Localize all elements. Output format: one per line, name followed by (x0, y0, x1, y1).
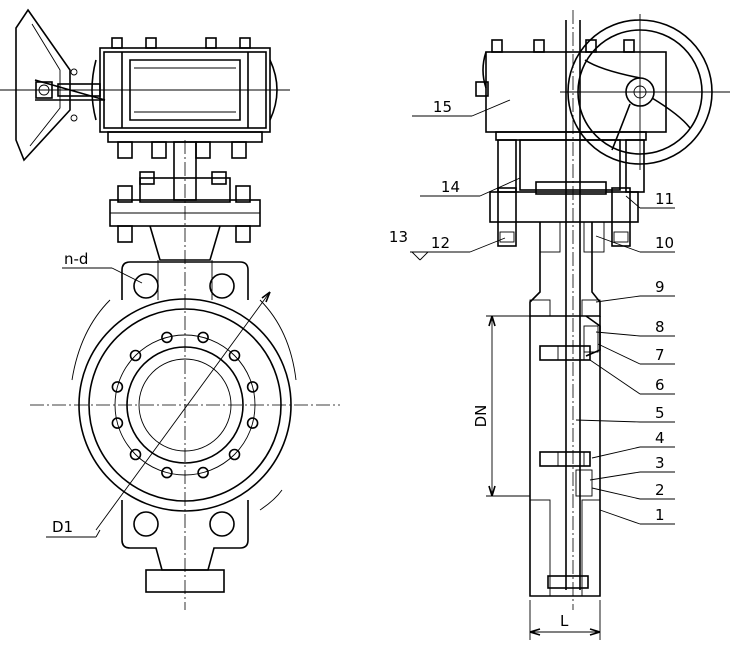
bolt-hole (246, 381, 259, 393)
bolt-hole (161, 466, 173, 479)
callout-15: 15 (433, 98, 452, 116)
callout-9: 9 (655, 278, 665, 296)
callout-leader (595, 295, 641, 303)
callout-12: 12 (431, 234, 450, 252)
side-bracket (489, 139, 645, 253)
callout-3: 3 (655, 454, 665, 472)
callout-leader (591, 446, 641, 459)
callout-13: 13 (389, 228, 408, 246)
callout-8: 8 (655, 318, 665, 336)
callout-leader (471, 99, 511, 117)
label-l: L (560, 612, 569, 630)
side-dimensions: DN L (472, 315, 601, 640)
side-handwheel (560, 14, 730, 170)
label-dn: DN (472, 405, 490, 428)
callout-leader (419, 251, 429, 261)
callout-leader (597, 343, 641, 365)
side-body (486, 222, 601, 597)
label-d1: D1 (52, 518, 73, 536)
bolt-hole (161, 331, 173, 344)
callout-7: 7 (655, 346, 665, 364)
callout-leader (411, 251, 421, 261)
callout-leader (595, 235, 641, 253)
callout-5: 5 (655, 404, 665, 422)
callout-leader (589, 359, 641, 395)
front-body (30, 140, 340, 610)
callout-leader (469, 237, 506, 253)
bolt-hole (228, 349, 241, 362)
bolt-hole (228, 448, 241, 461)
callout-10: 10 (655, 234, 674, 252)
bolt-hole (129, 349, 142, 362)
front-bracket (109, 141, 261, 300)
callout-leader (595, 331, 641, 337)
callout-11: 11 (655, 190, 674, 208)
callout-leader (625, 195, 641, 209)
callout-4: 4 (655, 429, 665, 447)
front-view: n-d D1 (0, 8, 340, 610)
callout-leader (479, 177, 521, 197)
front-annotations: n-d D1 (46, 250, 271, 538)
bolt-hole (246, 417, 259, 429)
bolt-hole (111, 381, 124, 393)
front-bolt-holes (111, 331, 259, 479)
callout-leader (589, 471, 641, 481)
front-gearbox-bolts (111, 37, 251, 159)
callout-1: 1 (655, 506, 665, 524)
bolt-hole (111, 417, 124, 429)
callout-6: 6 (655, 376, 665, 394)
label-n-d: n-d (64, 250, 88, 268)
callout-leader (599, 509, 641, 525)
callout-leader (575, 419, 641, 423)
side-gearbox (475, 39, 667, 141)
bolt-hole (197, 331, 209, 344)
callout-14: 14 (441, 178, 460, 196)
bolt-hole (129, 448, 142, 461)
callout-leader (591, 487, 641, 500)
bolt-hole (197, 466, 209, 479)
side-stem (565, 10, 581, 610)
callout-2: 2 (655, 481, 665, 499)
